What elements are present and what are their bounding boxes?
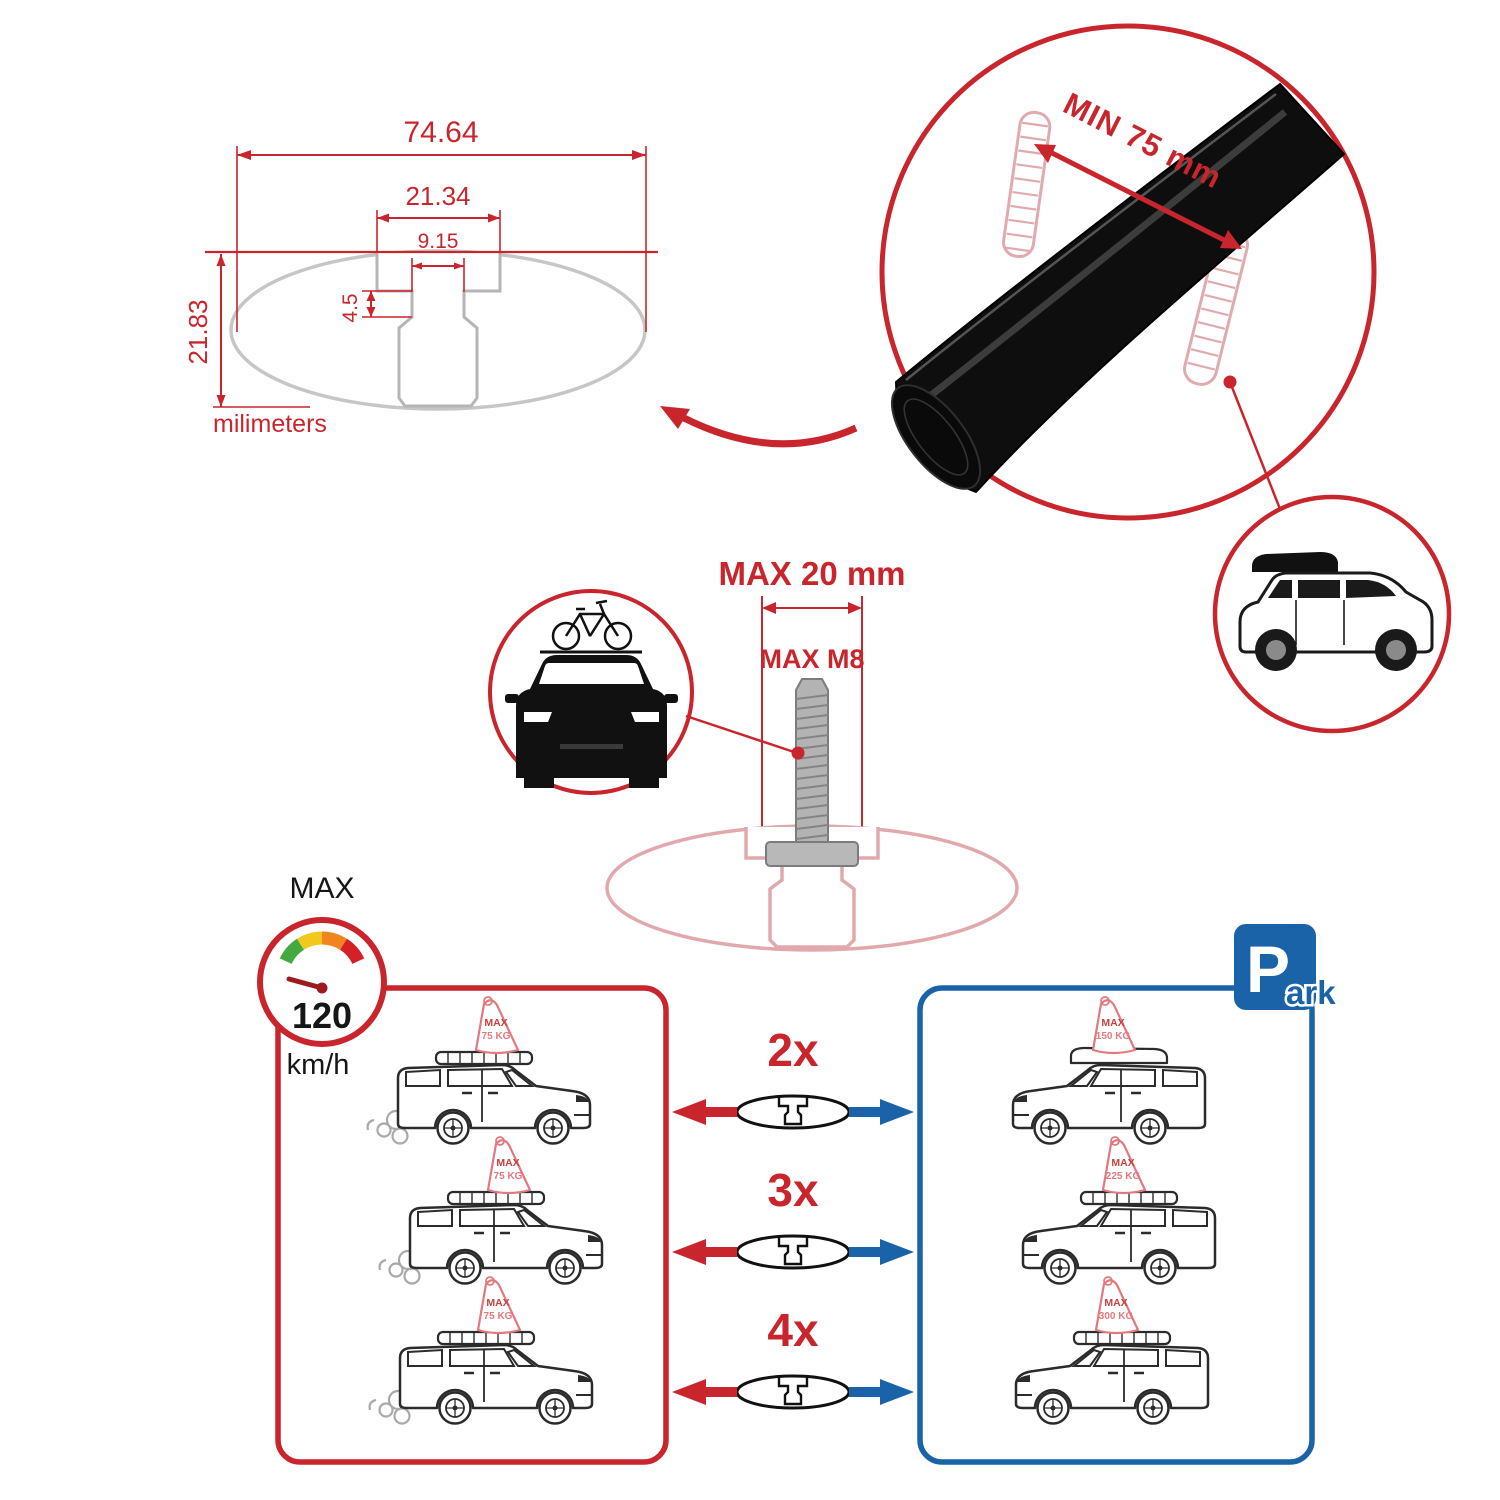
car-illustration: MAX 75 KG — [366, 995, 592, 1145]
bolt-max-thread-label: MAX M8 — [759, 644, 864, 674]
dim-slot-width: 9.15 — [418, 230, 459, 253]
dim-channel-width: 21.34 — [405, 181, 470, 211]
bolt-leader-line — [685, 714, 798, 755]
speed-unit: km/h — [287, 1049, 350, 1081]
multiplier-rows: 2x 3x 4x — [672, 1024, 914, 1410]
t-bolt-diagram: MAX 20 mm MAX M8 — [605, 555, 1019, 952]
speed-value: 120 — [292, 995, 352, 1036]
load-flag: MAX 75 KG — [476, 1275, 522, 1335]
svg-text:75 KG: 75 KG — [482, 1031, 511, 1042]
pointer-arrow — [660, 406, 858, 448]
svg-text:MAX: MAX — [1101, 1017, 1124, 1029]
dim-lip-height: 4.5 — [339, 293, 362, 322]
load-flag: MAX 225 KG — [1101, 1135, 1147, 1195]
dim-total-width: 74.64 — [403, 116, 478, 149]
svg-text:75 KG: 75 KG — [494, 1171, 523, 1182]
svg-text:MAX: MAX — [486, 1297, 509, 1309]
park-initial: P — [1246, 932, 1290, 1006]
speed-max-label: MAX — [289, 872, 354, 905]
park-sign: P ark — [1234, 924, 1339, 1014]
car-illustration: MAX 150 KG — [1011, 995, 1207, 1145]
svg-text:MAX: MAX — [1104, 1297, 1127, 1309]
crossbar-detail-circle: MIN 75 mm — [879, 23, 1377, 521]
bolt-leader-dot — [791, 746, 805, 760]
multiplier-4x: 4x — [767, 1304, 819, 1356]
park-suffix: ark — [1286, 974, 1336, 1011]
car-illustration: MAX 75 KG — [368, 1275, 594, 1425]
svg-text:225 KG: 225 KG — [1106, 1171, 1141, 1182]
crossbar-cross-section-icon — [735, 1094, 851, 1130]
svg-text:150 KG: 150 KG — [1096, 1031, 1131, 1042]
svg-text:MAX: MAX — [496, 1157, 519, 1169]
crossbar-cross-section-icon — [735, 1374, 851, 1410]
car-illustration: MAX 75 KG — [378, 1135, 604, 1285]
crossbar-3d-render — [890, 82, 1346, 494]
load-flag: MAX 75 KG — [486, 1135, 532, 1195]
crossbar-cross-section-icon — [735, 1234, 851, 1270]
load-flag: MAX 75 KG — [474, 995, 520, 1055]
load-flag: MAX 150 KG — [1091, 995, 1137, 1055]
svg-text:MAX: MAX — [1111, 1157, 1134, 1169]
multiplier-2x: 2x — [767, 1024, 819, 1076]
dimension-diagram: 74.64 21.34 9.15 4.5 21.83 milimeters — [183, 116, 658, 438]
t-bolt-icon — [765, 678, 859, 867]
load-flag: MAX 300 KG — [1094, 1275, 1140, 1335]
car-bike-icon — [488, 589, 694, 795]
multiplier-3x: 3x — [767, 1164, 819, 1216]
suv-roofbox-icon — [1212, 494, 1452, 734]
leader-line — [1228, 381, 1282, 510]
bolt-max-width-label: MAX 20 mm — [718, 555, 905, 592]
speed-gauge-icon: MAX 120 km/h — [257, 872, 387, 1081]
car-illustration: MAX 300 KG — [1014, 1275, 1210, 1425]
svg-text:MAX: MAX — [484, 1017, 507, 1029]
car-illustration: MAX 225 KG — [1021, 1135, 1217, 1285]
dim-total-height: 21.83 — [183, 299, 213, 364]
svg-text:75 KG: 75 KG — [484, 1311, 513, 1322]
units-label: milimeters — [213, 410, 327, 438]
svg-text:300 KG: 300 KG — [1099, 1311, 1134, 1322]
